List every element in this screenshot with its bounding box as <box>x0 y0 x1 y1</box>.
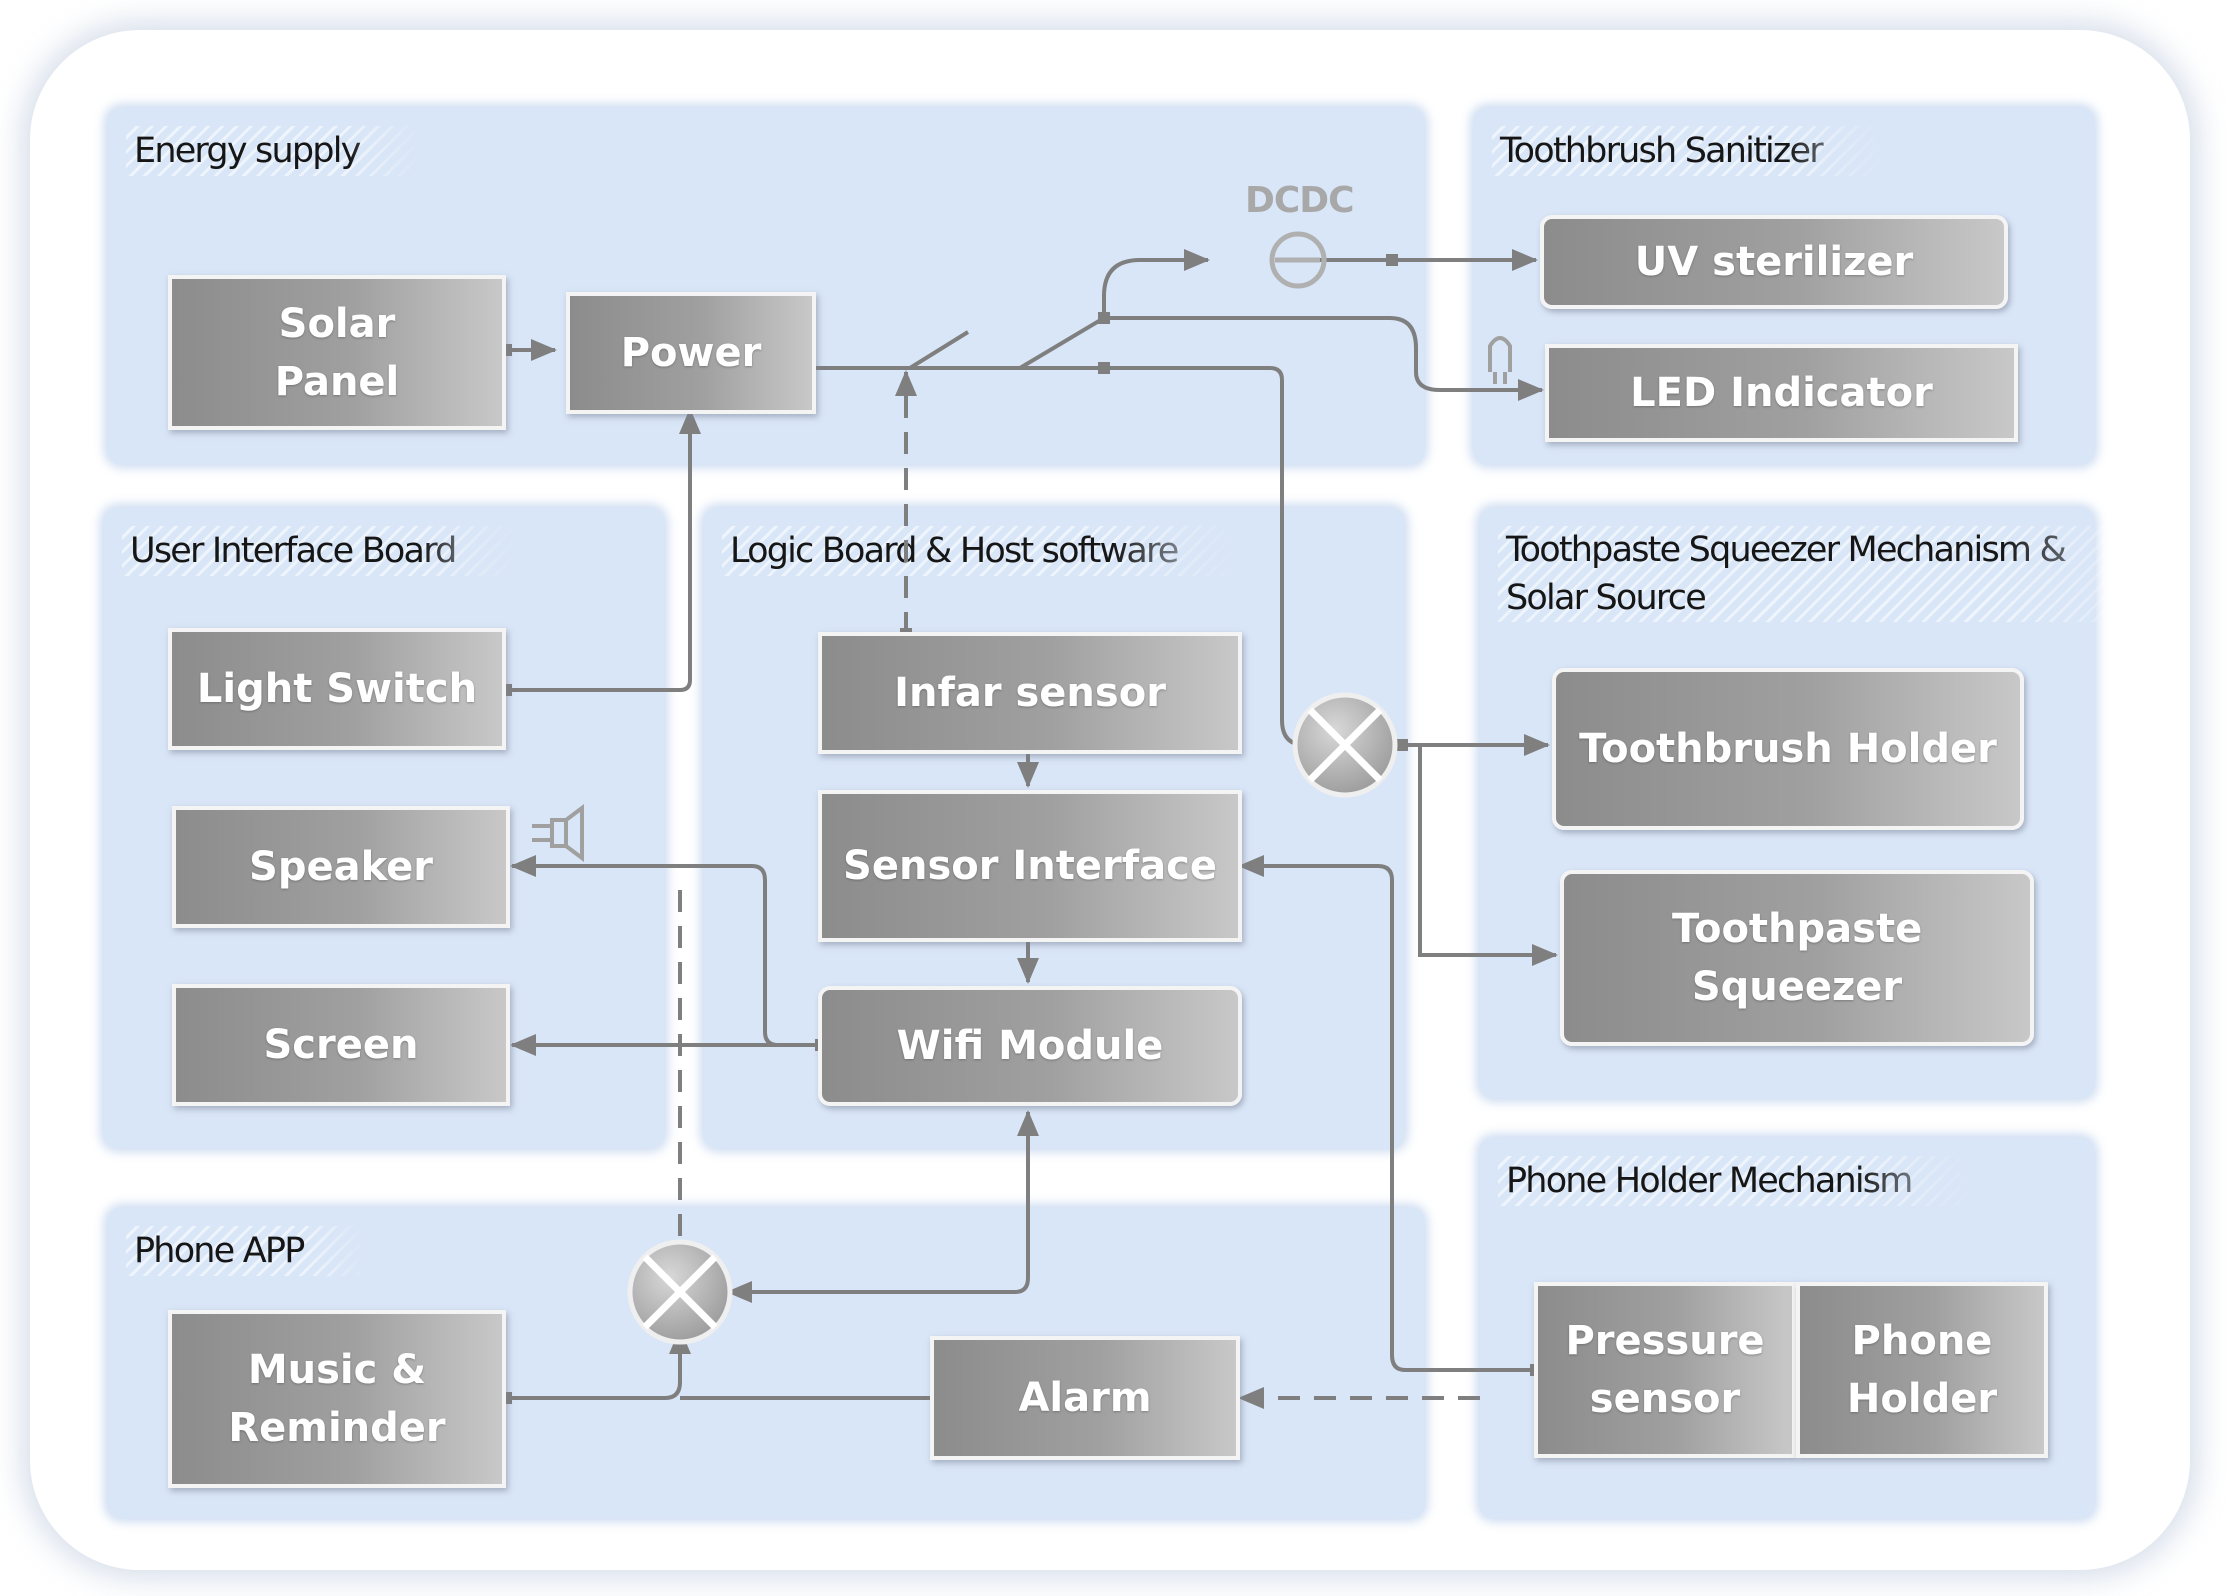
wire-light-switch-to-power <box>505 408 701 692</box>
music-reminder-label: Music & Reminder <box>228 1347 446 1451</box>
uv-sterilizer-label: UV sterilizer <box>1634 239 1914 285</box>
led-indicator-block: LED Indicator <box>1545 344 2018 442</box>
wire-music-to-app-mixer <box>505 1328 691 1400</box>
screen-label: Screen <box>263 1022 419 1068</box>
pressure-sensor-block: Pressure sensor <box>1534 1282 1796 1458</box>
toothpaste-squeezer-label: Toothpaste Squeezer <box>1672 906 1923 1010</box>
wifi-module-label: Wifi Module <box>896 1023 1164 1069</box>
wire-mixer-to-squeezer <box>1400 743 1558 966</box>
region-title-phone-holder-mechanism: Phone Holder Mechanism <box>1498 1156 1976 1206</box>
region-title-logic-board: Logic Board & Host software <box>722 526 1242 576</box>
music-reminder-block: Music & Reminder <box>168 1310 506 1488</box>
wire-pressure-to-sensor-interface <box>1238 855 1538 1372</box>
phone-holder-block: Phone Holder <box>1796 1282 2048 1458</box>
phone-holder-label: Phone Holder <box>1846 1318 1998 1422</box>
solar-panel-block: Solar Panel <box>168 275 506 430</box>
light-switch-block: Light Switch <box>168 628 506 750</box>
wifi-module-block: Wifi Module <box>818 986 1242 1106</box>
solar-panel-label: Solar Panel <box>274 300 400 405</box>
wire-to-led <box>1104 316 1544 401</box>
speaker-label: Speaker <box>249 844 433 890</box>
infar-sensor-block: Infar sensor <box>818 632 1242 754</box>
wire-switch-to-mixer <box>965 366 1307 751</box>
speaker-icon <box>532 804 584 862</box>
wire-power-to-switch <box>812 330 970 370</box>
summing-junction-icon <box>627 1239 733 1345</box>
infar-sensor-label: Infar sensor <box>894 670 1166 716</box>
toothbrush-holder-block: Toothbrush Holder <box>1552 668 2024 830</box>
light-switch-label: Light Switch <box>196 666 478 712</box>
region-title-toothpaste-squeezer: Toothpaste Squeezer Mechanism & Solar So… <box>1498 526 2170 622</box>
dcdc-converter-icon <box>1269 231 1327 289</box>
wire-wifi-to-speaker <box>510 855 820 1047</box>
power-block: Power <box>566 292 816 414</box>
wire-app-mixer-to-wifi <box>728 1110 1039 1294</box>
toothpaste-squeezer-block: Toothpaste Squeezer <box>1560 870 2034 1046</box>
alarm-block: Alarm <box>930 1336 1240 1460</box>
led-indicator-label: LED Indicator <box>1630 370 1933 416</box>
screen-block: Screen <box>172 984 510 1106</box>
summing-junction-icon <box>1292 692 1398 798</box>
led-icon <box>1488 336 1512 384</box>
pressure-sensor-label: Pressure sensor <box>1565 1318 1765 1422</box>
region-title-phone-app: Phone APP <box>126 1226 368 1276</box>
region-title-energy-supply: Energy supply <box>126 126 424 176</box>
wire-upper-branch <box>965 249 1210 370</box>
sensor-interface-block: Sensor Interface <box>818 790 1242 942</box>
sensor-interface-label: Sensor Interface <box>843 843 1217 889</box>
uv-sterilizer-block: UV sterilizer <box>1540 215 2008 309</box>
power-label: Power <box>620 330 762 376</box>
region-title-user-interface-board: User Interface Board <box>122 526 520 576</box>
toothbrush-holder-label: Toothbrush Holder <box>1579 726 1997 772</box>
speaker-block: Speaker <box>172 806 510 928</box>
alarm-label: Alarm <box>1018 1375 1152 1421</box>
region-title-toothbrush-sanitizer: Toothbrush Sanitizer <box>1492 126 1886 176</box>
dcdc-label: DCDC <box>1245 180 1355 221</box>
